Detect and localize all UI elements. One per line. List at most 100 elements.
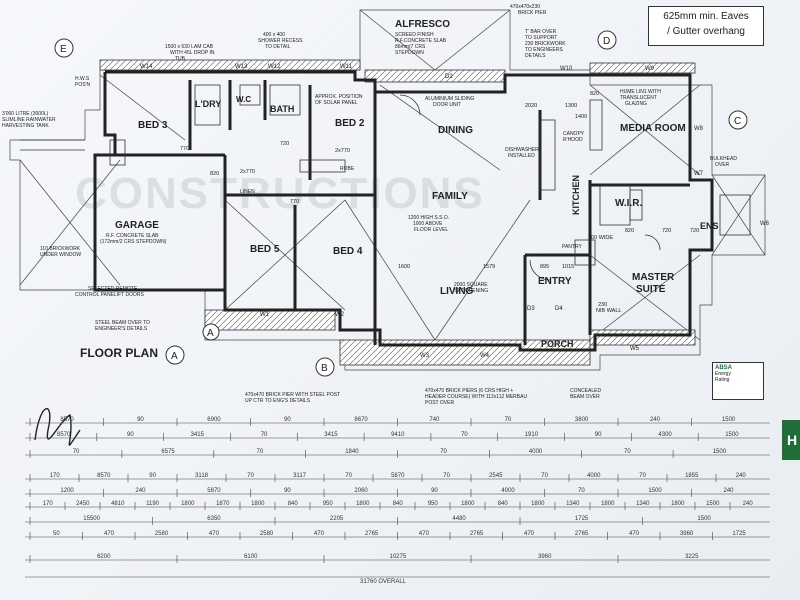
walls [93, 70, 714, 352]
dimension-value: 3415 [324, 432, 338, 438]
dimension-value: 1500 [713, 449, 727, 455]
dim-inline-15: 1579 [483, 264, 495, 270]
note-43: CONCEALED [570, 388, 602, 394]
room-family: FAMILY [432, 191, 468, 202]
win-w1: W1 [260, 312, 270, 318]
note-17: 230 BRICKWORK [525, 41, 566, 47]
dim-inline-16: 1600 [398, 264, 410, 270]
dimension-value: 470 [629, 531, 640, 537]
dim-inline-2: 820 [590, 91, 599, 97]
dimension-value: 1800 [181, 501, 195, 507]
dimension-value: 5870 [391, 473, 405, 479]
room-kitchen: KITCHEN [571, 175, 581, 215]
absa-logo-line1: Energy [715, 371, 731, 377]
dimension-value: 470 [209, 531, 220, 537]
dim-inline-8: 770 [290, 199, 299, 205]
note-28: 1000 ABOVE [413, 221, 443, 227]
dimension-value: 90 [595, 432, 602, 438]
dimension-value: 240 [724, 488, 735, 494]
dimension-value: 240 [650, 417, 661, 423]
dimension-value: 1870 [216, 501, 230, 507]
dimension-chains [25, 422, 770, 578]
dimension-value: 70 [440, 449, 447, 455]
note-22: DISHWASHER [505, 147, 539, 153]
room-wir: W.I.R. [615, 198, 642, 209]
dimension-value: 70 [73, 449, 80, 455]
room-dining: DINING [438, 125, 473, 136]
interior-fixtures [20, 84, 751, 281]
note-6: WITH 45L DROP IN [170, 50, 215, 56]
room-ens: ENS [700, 221, 719, 231]
note-10: TO DETAIL [265, 44, 291, 50]
dimension-value: 4000 [501, 488, 515, 494]
dimension-value: 2765 [470, 531, 484, 537]
note-31: SET OPENING [454, 288, 488, 294]
dimension-value: 70 [541, 473, 548, 479]
note-29: FLOOR LEVEL [414, 227, 448, 233]
marker-d: D [603, 36, 610, 47]
dimension-value: 470 [314, 531, 325, 537]
note-3: H.W.S [75, 76, 90, 82]
note-1: SLIMLINE RAINWATER [2, 117, 56, 123]
note-25: TRANSLUCENT [620, 95, 657, 101]
eaves-note-line2: / Gutter overhang [667, 26, 745, 37]
dimension-value: 840 [393, 501, 404, 507]
note-46: OVER [715, 162, 730, 168]
dimension-value: 170 [43, 501, 54, 507]
note-36: STEEL BEAM OVER TO [95, 320, 150, 326]
master-brick-strip [589, 329, 696, 346]
note-12: OF SOLAR PANEL [315, 100, 358, 106]
note-14: BRICK PIER [518, 10, 547, 16]
alfresco-note-1: SCREED FINISH [395, 32, 434, 38]
dim-inline-13: 895 [540, 264, 549, 270]
dimension-value: 3117 [293, 473, 307, 479]
dimension-value: 90 [149, 473, 156, 479]
note-15: T' BAR OVER [525, 29, 557, 35]
room-bed3: BED 3 [138, 120, 168, 131]
dimension-value: 70 [639, 473, 646, 479]
note-42: POST OVER [425, 400, 454, 406]
win-w10: W10 [560, 66, 573, 72]
dim-inline-18: 230 [598, 302, 607, 308]
dim-inline-9: 2x770 [335, 148, 350, 154]
room-media: MEDIA ROOM [620, 123, 686, 134]
note-0: 3'000 LITRE (3000L) [2, 111, 49, 117]
note-30: 2000 SQUARE [454, 282, 488, 288]
dimension-value: 840 [288, 501, 299, 507]
dimension-value: 3118 [195, 473, 209, 479]
dimension-value: 1725 [575, 516, 589, 522]
approval-stamp: H [782, 420, 800, 460]
dimension-value: 50 [53, 531, 60, 537]
absa-logo: ABSA Energy Rating [712, 362, 764, 400]
note-38: 470x470 BRICK PIER WITH STEEL POST [245, 392, 340, 398]
dimension-value: 90 [127, 432, 134, 438]
room-alfresco: ALFRESCO [395, 19, 450, 30]
room-bed4: BED 4 [333, 246, 363, 257]
dimension-value: 470 [524, 531, 535, 537]
room-bath: BATH [270, 104, 294, 114]
note-32: SELECTED REMOTE [88, 286, 138, 292]
north-brick-strip [99, 59, 361, 71]
note-27: 1200 HIGH S.S.O. [408, 215, 449, 221]
dimension-value: 2450 [76, 501, 90, 507]
dimension-value: 70 [624, 449, 631, 455]
room-pantry: PANTRY [562, 244, 582, 250]
win-w2: W2 [335, 312, 345, 318]
note-18: TO ENGINEERS [525, 47, 563, 53]
alfresco-note-4: STEPDOWN [395, 50, 424, 56]
dimension-value: 70 [505, 417, 512, 423]
dimension-value: 70 [261, 432, 268, 438]
dimension-value: 70 [345, 473, 352, 479]
dimension-value: 8670 [354, 417, 368, 423]
room-labels: ALFRESCO SCREED FINISH R.F.CONCRETE SLAB… [100, 19, 719, 349]
dimension-value: 1800 [461, 501, 475, 507]
dim-inline-11: 720 [662, 228, 671, 234]
room-wc: W.C [236, 95, 251, 104]
signature [34, 408, 81, 446]
dimension-value: 4000 [529, 449, 543, 455]
win-w11: W11 [340, 64, 353, 70]
dimension-value: 3225 [685, 554, 699, 560]
dimension-value: 1500 [722, 417, 736, 423]
alfresco-note-2: R.F.CONCRETE SLAB [395, 38, 447, 44]
